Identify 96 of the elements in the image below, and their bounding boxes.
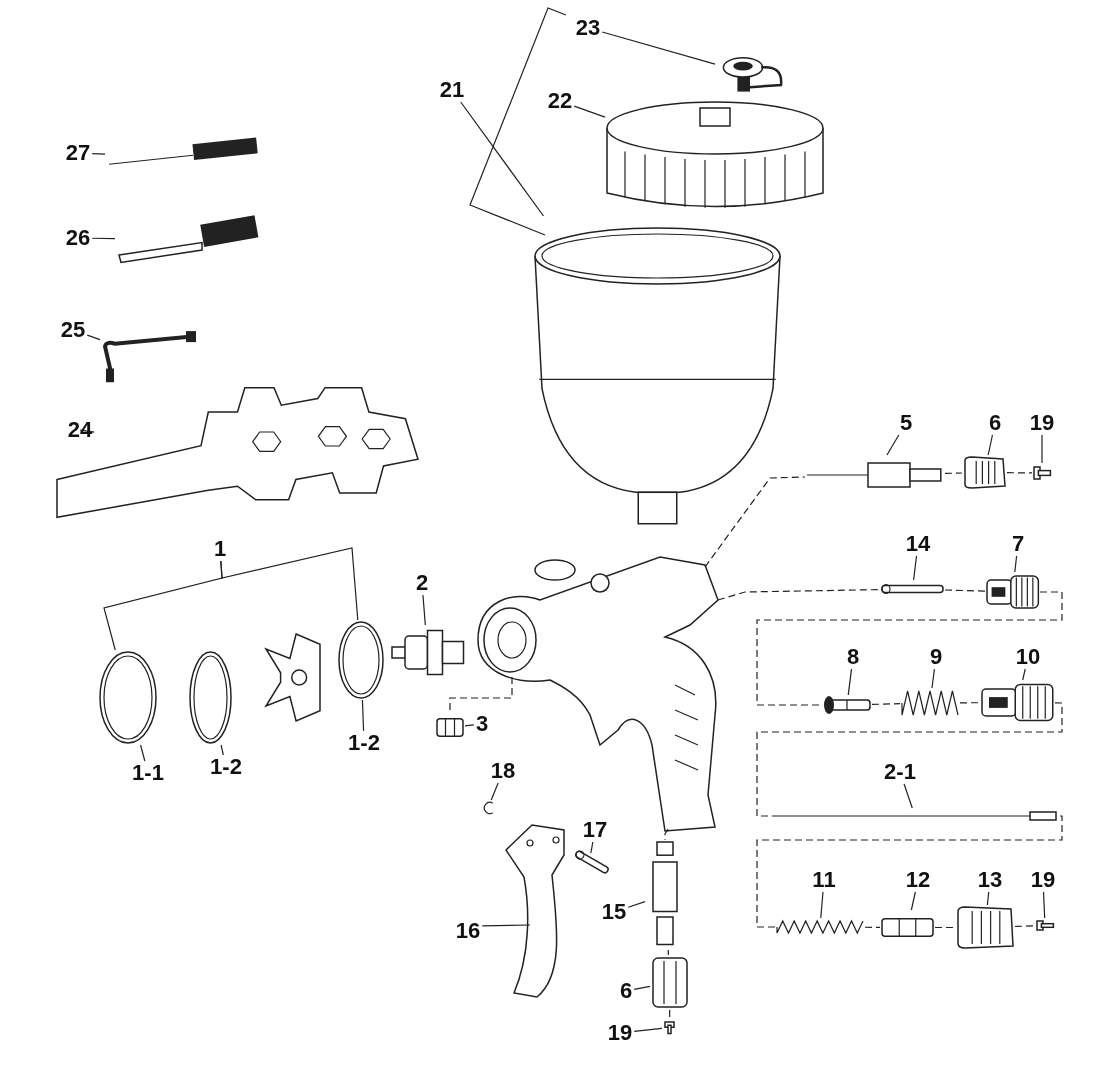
leader-line <box>903 783 913 809</box>
assembly-line <box>944 589 986 592</box>
stem-drawing <box>822 695 872 715</box>
callout-number: 19 <box>605 1021 635 1045</box>
callout-number: 13 <box>975 868 1005 892</box>
callout-number: 8 <box>844 645 862 669</box>
callout-number: 18 <box>488 759 518 783</box>
knob-drawing <box>962 455 1007 490</box>
leader-line <box>590 841 594 854</box>
assembly-line <box>756 815 1063 928</box>
seal-ring-drawing <box>337 620 385 700</box>
assembly-line <box>664 828 669 841</box>
callout-number: 1 <box>211 537 229 561</box>
leader-line <box>460 101 545 217</box>
callout-number: 19 <box>1028 868 1058 892</box>
callout-number: 24 <box>65 418 95 442</box>
leader-line <box>91 237 116 240</box>
assembly-line <box>704 476 806 568</box>
leader-line <box>847 668 853 696</box>
leader-line <box>820 891 824 919</box>
callout-number: 16 <box>453 919 483 943</box>
knob-drawing <box>955 905 1015 950</box>
retaining-ring-drawing <box>98 650 158 745</box>
spring-drawing <box>775 918 865 936</box>
callout-number: 11 <box>810 868 838 892</box>
callout-number: 22 <box>545 89 575 113</box>
screw-drawing <box>1032 463 1052 483</box>
callout-number: 2-1 <box>882 760 918 784</box>
assembly-line <box>667 949 670 956</box>
callout-number: 9 <box>927 645 945 669</box>
leader-line <box>464 724 475 727</box>
leader-line <box>627 901 646 908</box>
leader-line <box>913 555 918 581</box>
assembly-line <box>1014 925 1036 928</box>
assembly-line <box>756 702 1063 817</box>
callout-number: 1-2 <box>208 755 244 779</box>
callout-number: 26 <box>63 226 93 250</box>
assembly-line <box>717 589 881 601</box>
leader-line <box>601 31 716 65</box>
assembly-line <box>959 702 981 704</box>
air-cap-drawing <box>262 630 324 725</box>
wrench-drawing <box>55 385 420 520</box>
callout-number: 27 <box>63 141 93 165</box>
leader-line <box>1014 555 1018 573</box>
assembly-line <box>871 703 901 705</box>
assembly-line <box>934 926 956 929</box>
assembly-line <box>1006 472 1033 474</box>
knob-drawing <box>650 955 690 1010</box>
screw-drawing <box>662 1020 677 1035</box>
leader-line <box>986 891 990 906</box>
leader-line <box>633 1027 663 1032</box>
leader-line <box>490 782 499 801</box>
callout-number: 1-1 <box>130 761 166 785</box>
callout-number: 10 <box>1013 645 1043 669</box>
callout-number: 7 <box>1009 532 1027 556</box>
needle-drawing <box>770 808 1060 824</box>
leader-line <box>140 744 146 762</box>
leader-line <box>86 334 101 341</box>
screw-drawing <box>1035 918 1055 933</box>
callout-number: 6 <box>986 411 1004 435</box>
callout-number: 19 <box>1027 411 1057 435</box>
assembly-line <box>944 472 963 474</box>
callout-number: 14 <box>903 532 933 556</box>
brush-drawing <box>115 215 260 265</box>
leader-line <box>220 744 224 756</box>
leader-line <box>633 985 651 991</box>
callout-number: 5 <box>897 411 915 435</box>
assembly-line <box>756 591 1063 706</box>
leader-line <box>931 668 936 689</box>
callout-number: 12 <box>903 868 933 892</box>
callout-number: 6 <box>617 979 635 1003</box>
callout-number: 21 <box>437 78 467 102</box>
callout-number: 1-2 <box>346 731 382 755</box>
seal-ring-drawing <box>188 650 233 745</box>
callout-number: 17 <box>580 818 610 842</box>
spring-drawing <box>900 688 960 718</box>
callout-number: 15 <box>599 900 629 924</box>
leader-line <box>1042 891 1046 919</box>
callout-number: 3 <box>473 712 491 736</box>
leader-line <box>1041 434 1043 464</box>
leader-line <box>91 153 106 155</box>
leader-line <box>481 924 531 927</box>
leader-line <box>1022 668 1026 681</box>
leader-line <box>886 434 900 456</box>
callout-number: 2 <box>413 571 431 595</box>
callout-number: 25 <box>58 318 88 342</box>
leader-line <box>220 547 359 621</box>
leader-line <box>987 434 994 456</box>
leader-line <box>910 891 916 911</box>
valve-drawing <box>985 572 1040 612</box>
assembly-line <box>864 926 881 928</box>
leader-line <box>422 594 426 626</box>
callout-number: 23 <box>573 16 603 40</box>
leader-line <box>573 105 606 118</box>
leader-line <box>79 429 95 433</box>
leader-line <box>361 699 365 732</box>
